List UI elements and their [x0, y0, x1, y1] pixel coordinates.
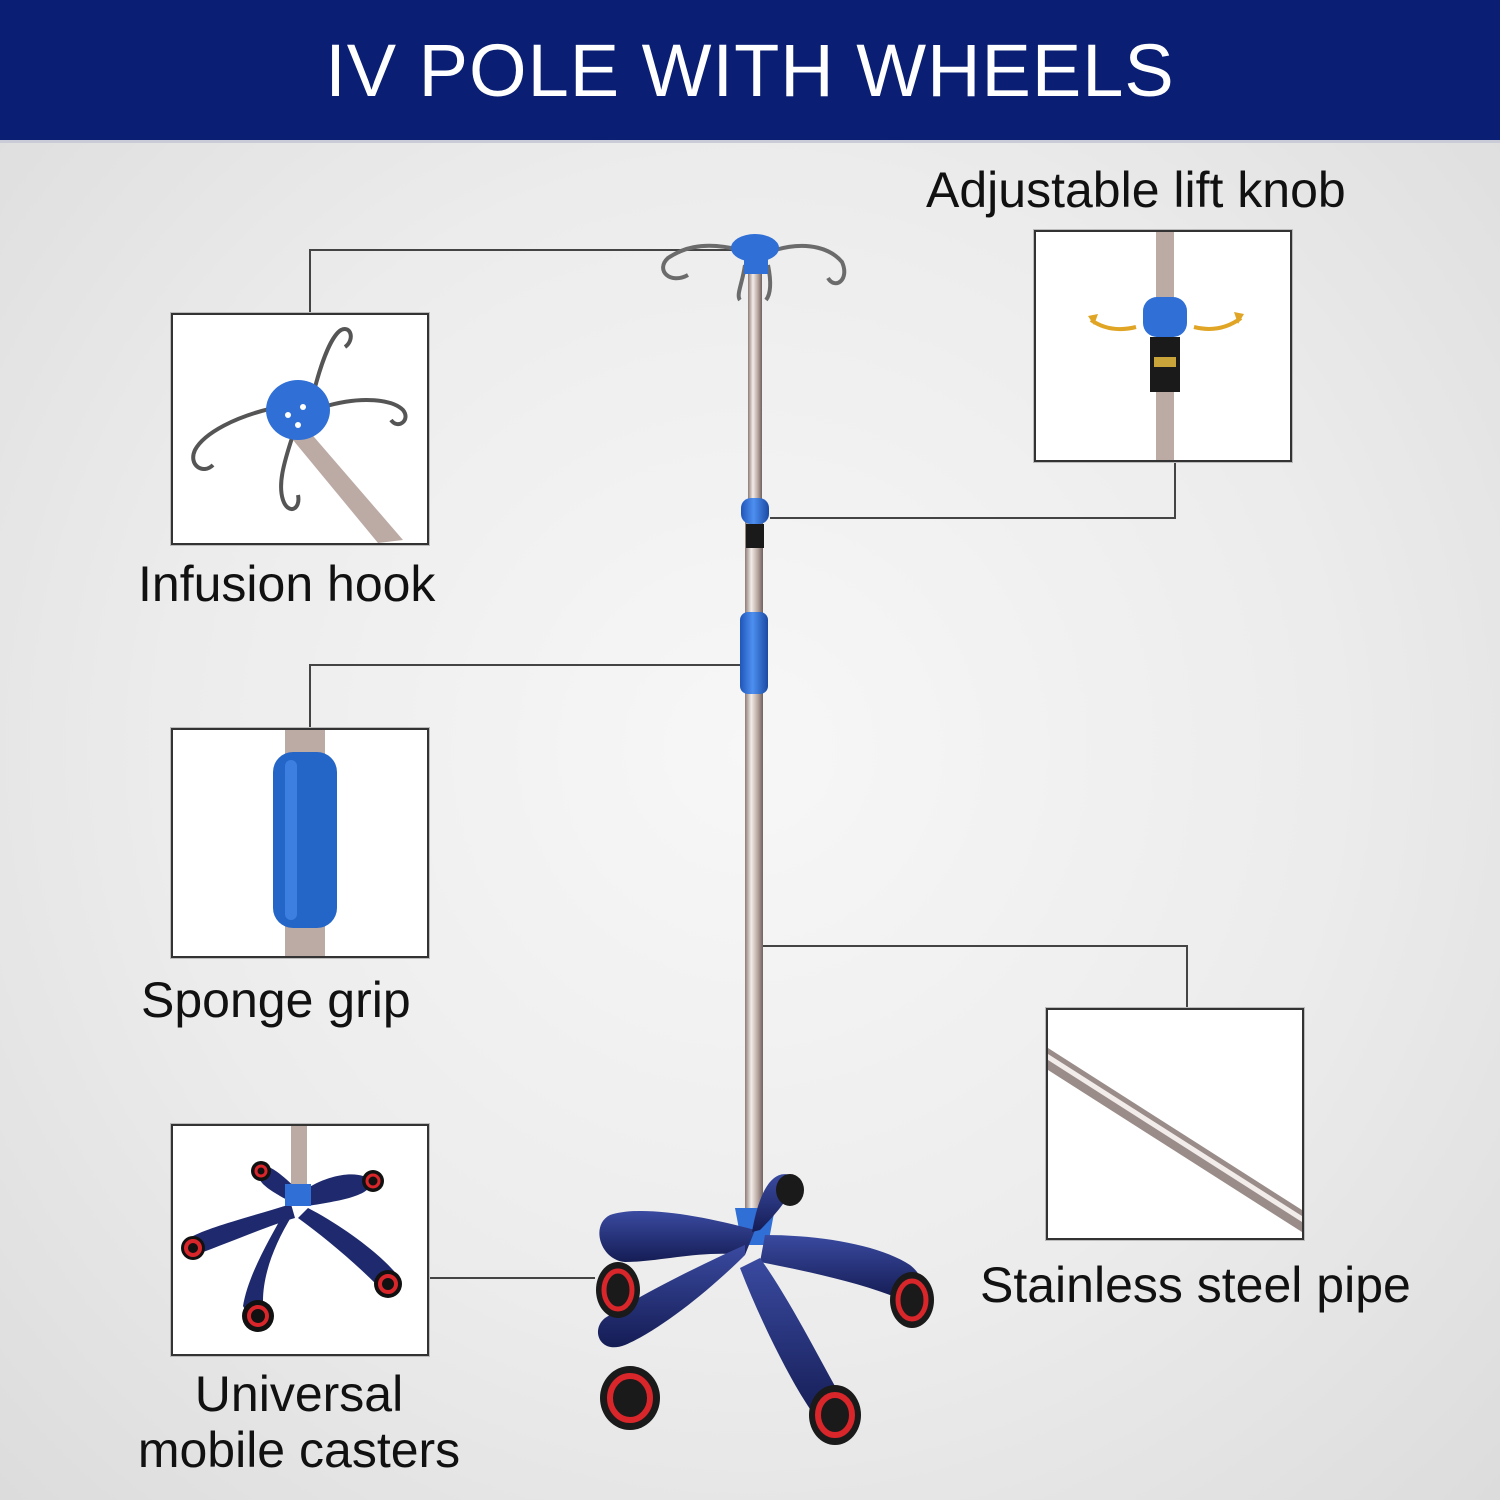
inset-infusion-hook: [171, 313, 429, 545]
label-lift-knob: Adjustable lift knob: [926, 162, 1346, 218]
connector-infusion-hook: [309, 249, 735, 312]
caster-wheels-closeup: [181, 1161, 402, 1332]
label-sponge-grip: Sponge grip: [141, 972, 411, 1028]
iv-pole: [661, 234, 847, 1245]
lift-knob: [741, 498, 769, 524]
wheel: [776, 1174, 804, 1206]
inset-casters: [171, 1124, 429, 1356]
label-casters-line2: mobile casters: [137, 1422, 461, 1478]
wheel-group: [596, 1174, 934, 1445]
page-title: IV POLE WITH WHEELS: [325, 28, 1175, 112]
sponge-grip-closeup: [273, 752, 337, 928]
label-infusion-hook: Infusion hook: [138, 556, 436, 612]
connector-sponge-grip: [309, 664, 742, 728]
title-banner: IV POLE WITH WHEELS: [0, 0, 1500, 143]
lift-knob-closeup: [1143, 297, 1187, 337]
callout-lines: [309, 249, 1188, 1279]
inset-lift-knob: [1034, 230, 1292, 462]
sponge-grip: [740, 612, 768, 694]
caster-base: [596, 1174, 934, 1445]
connector-steel-pipe: [760, 945, 1188, 1008]
inset-steel-pipe: [1046, 1008, 1304, 1240]
connector-lift-knob: [770, 460, 1176, 519]
label-casters-line1: Universal: [194, 1366, 404, 1422]
hook-hub-closeup: [266, 380, 330, 440]
inset-sponge-grip: [171, 728, 429, 958]
label-steel-pipe: Stainless steel pipe: [980, 1257, 1411, 1313]
label-casters: Universal mobile casters: [118, 1366, 480, 1478]
